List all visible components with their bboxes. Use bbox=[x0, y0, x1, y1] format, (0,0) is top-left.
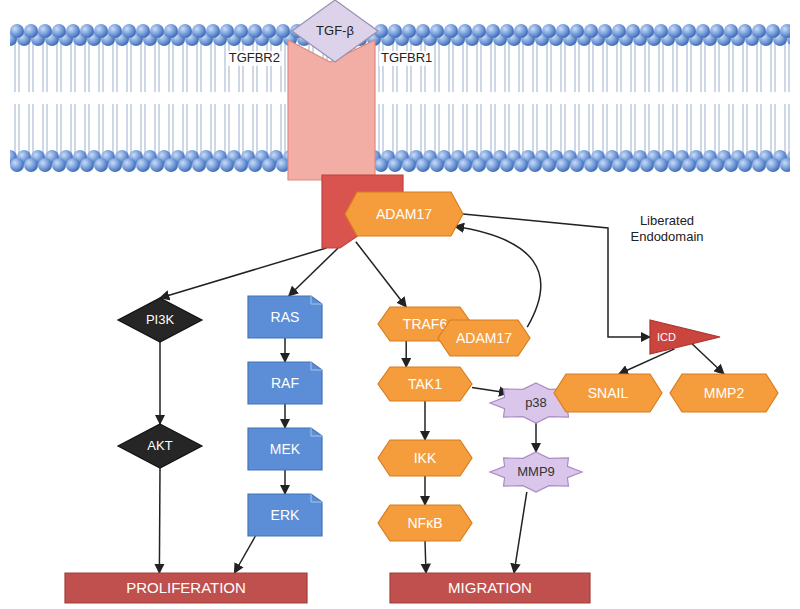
tab-fold bbox=[311, 494, 322, 502]
node-label: TRAF6 bbox=[403, 316, 447, 332]
node-label: TAK1 bbox=[408, 376, 442, 392]
signal-arrow bbox=[424, 401, 426, 440]
node-label: ERK bbox=[271, 507, 300, 523]
tab-fold bbox=[311, 428, 322, 436]
signal-arrow bbox=[425, 541, 426, 573]
node-label: MMP2 bbox=[704, 385, 744, 401]
node-label: ADAM17 bbox=[456, 330, 512, 346]
shape-outline bbox=[554, 374, 662, 412]
shape-outline bbox=[378, 367, 472, 401]
tab-fold bbox=[311, 362, 322, 370]
shape-outline bbox=[248, 494, 322, 536]
shape-outline bbox=[118, 298, 202, 342]
node-label: SNAIL bbox=[588, 385, 628, 401]
signal-arrow bbox=[619, 349, 675, 374]
node-label: p38 bbox=[525, 396, 547, 411]
kinase-diamond: PI3K bbox=[118, 298, 202, 342]
signal-arrow bbox=[356, 242, 406, 307]
node-label: PROLIFERATION bbox=[126, 579, 246, 596]
kinase-box: RAS bbox=[248, 296, 322, 338]
shape-outline bbox=[65, 573, 307, 603]
node-label: AKT bbox=[147, 439, 172, 454]
shape-outline bbox=[378, 505, 472, 541]
icd-triangle: ICD bbox=[650, 320, 720, 354]
node-label: ADAM17 bbox=[376, 206, 432, 222]
process-hexagon: IKK bbox=[378, 440, 472, 476]
process-hexagon: ADAM17 bbox=[345, 192, 463, 236]
signal-arrow bbox=[463, 214, 650, 337]
kinase-box: ERK bbox=[248, 494, 322, 536]
process-hexagon: SNAIL bbox=[554, 374, 662, 412]
signal-arrow bbox=[424, 476, 426, 505]
process-hexagon: ADAM17 bbox=[438, 320, 530, 356]
node-label: RAS bbox=[271, 309, 300, 325]
ligand-diamond: TGF-β bbox=[292, 0, 378, 62]
node-label: RAF bbox=[271, 375, 299, 391]
shape-outline bbox=[248, 428, 322, 470]
signal-arrow bbox=[284, 470, 286, 494]
shape-outline bbox=[118, 424, 202, 468]
signal-arrow bbox=[535, 423, 537, 452]
process-hexagon: NFκB bbox=[378, 505, 472, 541]
signal-arrow bbox=[455, 226, 541, 327]
signal-arrow bbox=[514, 492, 527, 573]
signal-arrow bbox=[405, 341, 407, 367]
kinase-diamond: AKT bbox=[118, 424, 202, 468]
kinase-box: RAF bbox=[248, 362, 322, 404]
node-label: TGF-β bbox=[316, 24, 354, 39]
signal-arrow bbox=[234, 536, 255, 573]
shape-outline bbox=[390, 573, 590, 603]
signal-arrow bbox=[160, 248, 326, 298]
signal-arrow bbox=[692, 344, 724, 374]
shape-outline bbox=[490, 452, 582, 492]
outcome-bar: PROLIFERATION bbox=[65, 573, 307, 603]
shape-outline bbox=[378, 440, 472, 476]
protein-star: MMP9 bbox=[490, 452, 582, 492]
node-label: MMP9 bbox=[517, 465, 555, 480]
node-label: IKK bbox=[414, 450, 437, 466]
process-hexagon: TAK1 bbox=[378, 367, 472, 401]
receptor-label: TGFBR1 bbox=[379, 51, 434, 66]
tab-fold bbox=[311, 296, 322, 304]
shape-outline bbox=[650, 320, 720, 354]
shape-outline bbox=[438, 320, 530, 356]
signal-arrow bbox=[284, 404, 286, 428]
signal-arrow bbox=[472, 387, 508, 393]
signal-arrow bbox=[159, 468, 161, 573]
outcome-bar: MIGRATION bbox=[390, 573, 590, 603]
node-label: PI3K bbox=[146, 313, 174, 328]
annotation-label: Liberated Endodomain bbox=[622, 213, 712, 244]
shape-outline bbox=[670, 374, 778, 412]
shape-outline bbox=[248, 296, 322, 338]
node-label: MIGRATION bbox=[448, 579, 532, 596]
kinase-box: MEK bbox=[248, 428, 322, 470]
process-hexagon: MMP2 bbox=[670, 374, 778, 412]
node-label: MEK bbox=[270, 441, 300, 457]
shape-outline bbox=[248, 362, 322, 404]
signal-arrow bbox=[284, 338, 286, 362]
node-label: ICD bbox=[657, 331, 676, 344]
node-label: NFκB bbox=[408, 515, 443, 531]
shape-outline bbox=[345, 192, 463, 236]
receptor-label: TGFBR2 bbox=[227, 51, 282, 66]
signal-arrow bbox=[289, 248, 338, 296]
signal-arrow bbox=[159, 342, 161, 424]
shape-outline bbox=[288, 40, 375, 180]
